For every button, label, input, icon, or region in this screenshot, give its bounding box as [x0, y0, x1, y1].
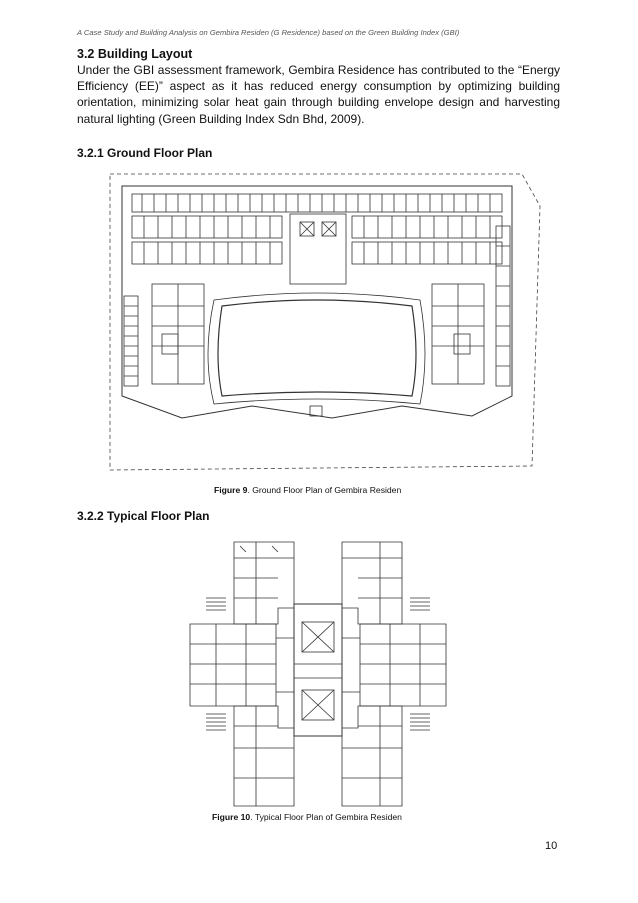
figure-9-caption-text: . Ground Floor Plan of Gembira Residen: [247, 485, 402, 495]
section-heading: 3.2 Building Layout: [77, 47, 193, 61]
subsection-heading-typical-floor: 3.2.2 Typical Floor Plan: [77, 509, 210, 523]
figure-9-label: Figure 9: [214, 485, 248, 495]
page-number: 10: [545, 840, 558, 852]
figure-10-label: Figure 10: [212, 812, 251, 822]
figure-10-caption-text: . Typical Floor Plan of Gembira Residen: [250, 812, 402, 822]
figure-10-caption: Figure 10. Typical Floor Plan of Gembira…: [212, 812, 402, 822]
typical-floor-plan-image: [189, 541, 447, 807]
subsection-heading-ground-floor: 3.2.1 Ground Floor Plan: [77, 146, 213, 160]
ground-floor-plan-image: [109, 173, 541, 471]
section-paragraph: Under the GBI assessment framework, Gemb…: [77, 63, 560, 126]
running-header: A Case Study and Building Analysis on Ge…: [77, 28, 460, 37]
figure-9-caption: Figure 9. Ground Floor Plan of Gembira R…: [214, 485, 401, 495]
